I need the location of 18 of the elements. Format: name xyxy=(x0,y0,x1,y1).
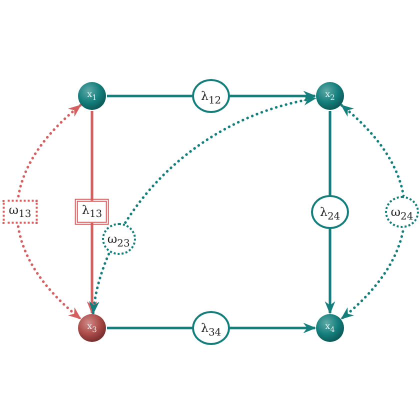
rate-label: ω$_{13}$ xyxy=(2,200,38,224)
rate-label: λ$_{12}$ xyxy=(192,79,230,113)
state-sphere xyxy=(316,314,344,342)
state-label: x$_{1}$ xyxy=(87,90,97,102)
rate-label: ω$_{23}$ xyxy=(102,223,136,256)
state-label: x$_{2}$ xyxy=(325,90,335,102)
rate-label: λ$_{34}$ xyxy=(192,311,230,345)
rate-label: ω$_{24}$ xyxy=(385,196,419,228)
state-sphere xyxy=(316,82,344,110)
state-label: x$_{3}$ xyxy=(87,322,97,334)
double-arrow xyxy=(90,96,316,314)
state-label: x$_{4}$ xyxy=(325,322,335,334)
rate-label: λ$_{24}$ xyxy=(311,195,349,229)
state-sphere xyxy=(78,314,106,342)
arrow xyxy=(86,111,98,314)
rate-label: λ$_{13}$ xyxy=(76,200,108,224)
double-arrow xyxy=(340,104,406,320)
state-sphere xyxy=(78,82,106,110)
